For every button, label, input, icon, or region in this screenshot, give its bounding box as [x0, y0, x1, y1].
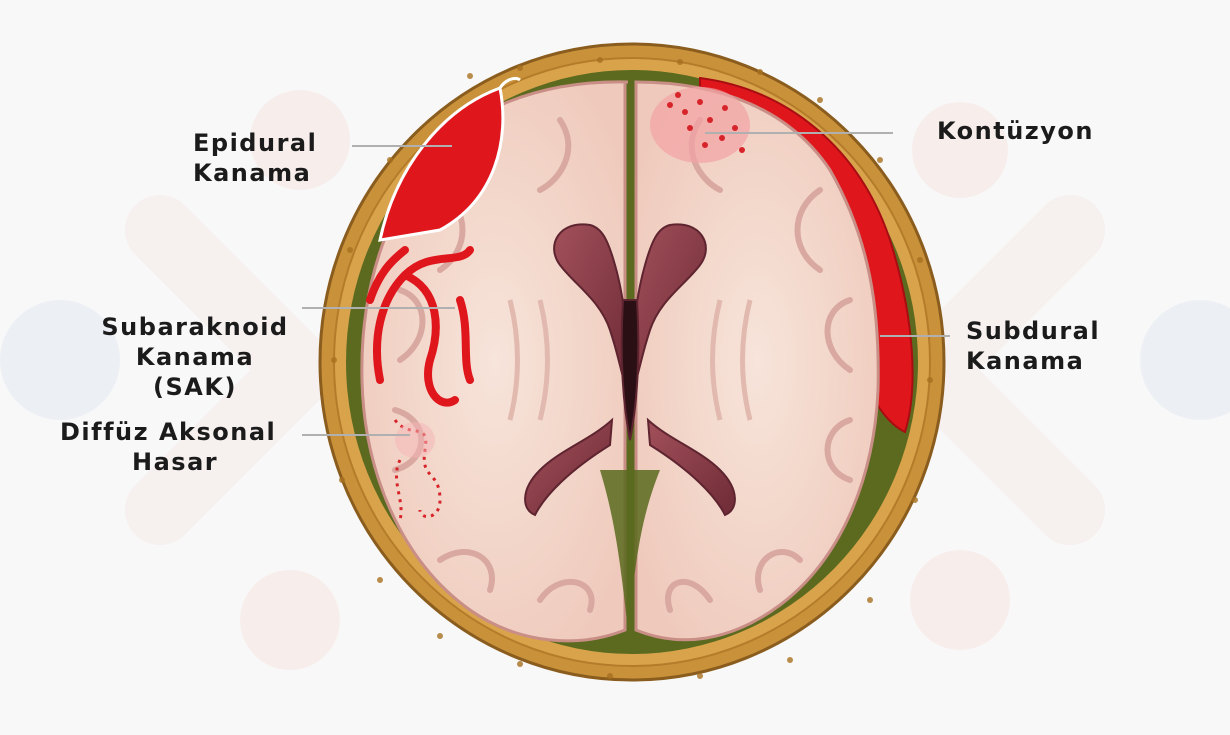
label-kontuzyon: Kontüzyon	[937, 116, 1094, 146]
label-line: Hasar	[60, 447, 276, 477]
label-line: Kanama	[966, 346, 1100, 376]
label-line: Kanama	[193, 158, 317, 188]
label-line: Kanama	[90, 342, 300, 372]
label-line: Subdural	[966, 316, 1100, 346]
label-subaraknoid-kanama: Subaraknoid Kanama (SAK)	[90, 312, 300, 402]
label-line: Kontüzyon	[937, 116, 1094, 146]
label-diffuz-aksonal-hasar: Diffüz Aksonal Hasar	[60, 417, 276, 477]
label-epidural-kanama: Epidural Kanama	[193, 128, 317, 188]
label-line: Epidural	[193, 128, 317, 158]
label-subdural-kanama: Subdural Kanama	[966, 316, 1100, 376]
contusion	[650, 87, 750, 163]
label-line: Subaraknoid	[90, 312, 300, 342]
label-line: (SAK)	[90, 372, 300, 402]
label-line: Diffüz Aksonal	[60, 417, 276, 447]
